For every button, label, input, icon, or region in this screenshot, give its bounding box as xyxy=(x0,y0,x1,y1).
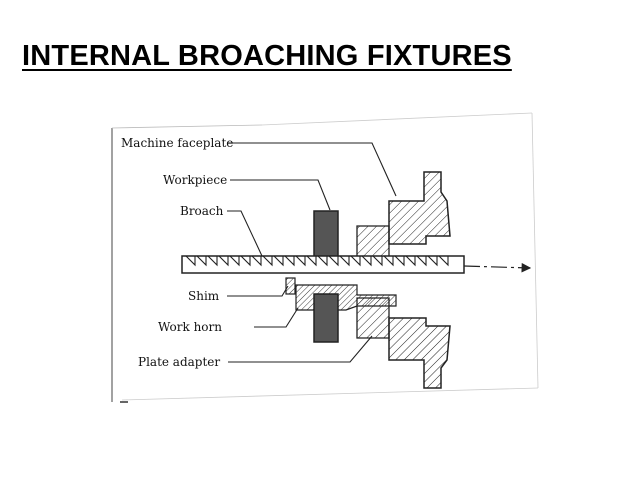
label-workpiece: Workpiece xyxy=(163,173,227,187)
leader-broach xyxy=(227,210,263,257)
leader-shim xyxy=(227,285,289,297)
label-plate-adapter: Plate adapter xyxy=(138,355,220,369)
machine-faceplate-lower xyxy=(388,317,451,389)
workpiece-upper xyxy=(313,210,339,259)
leader-machine-faceplate xyxy=(228,142,397,197)
label-shim: Shim xyxy=(188,289,220,303)
leader-plate-adapter xyxy=(228,335,373,363)
label-broach: Broach xyxy=(180,204,224,218)
machine-faceplate-upper xyxy=(388,171,451,245)
shim xyxy=(285,277,296,295)
scan-frame xyxy=(111,112,539,403)
leader-lines xyxy=(227,142,397,363)
broach xyxy=(181,255,532,274)
slide-title: INTERNAL BROACHING FIXTURES xyxy=(22,40,512,72)
label-work-horn: Work horn xyxy=(158,320,222,334)
leader-workpiece xyxy=(230,179,331,211)
work-horn xyxy=(295,284,397,311)
workpiece-lower xyxy=(313,293,339,343)
plate-adapter-upper xyxy=(356,225,390,261)
label-machine-faceplate: Machine faceplate xyxy=(121,136,233,150)
leader-work-horn xyxy=(254,307,299,328)
